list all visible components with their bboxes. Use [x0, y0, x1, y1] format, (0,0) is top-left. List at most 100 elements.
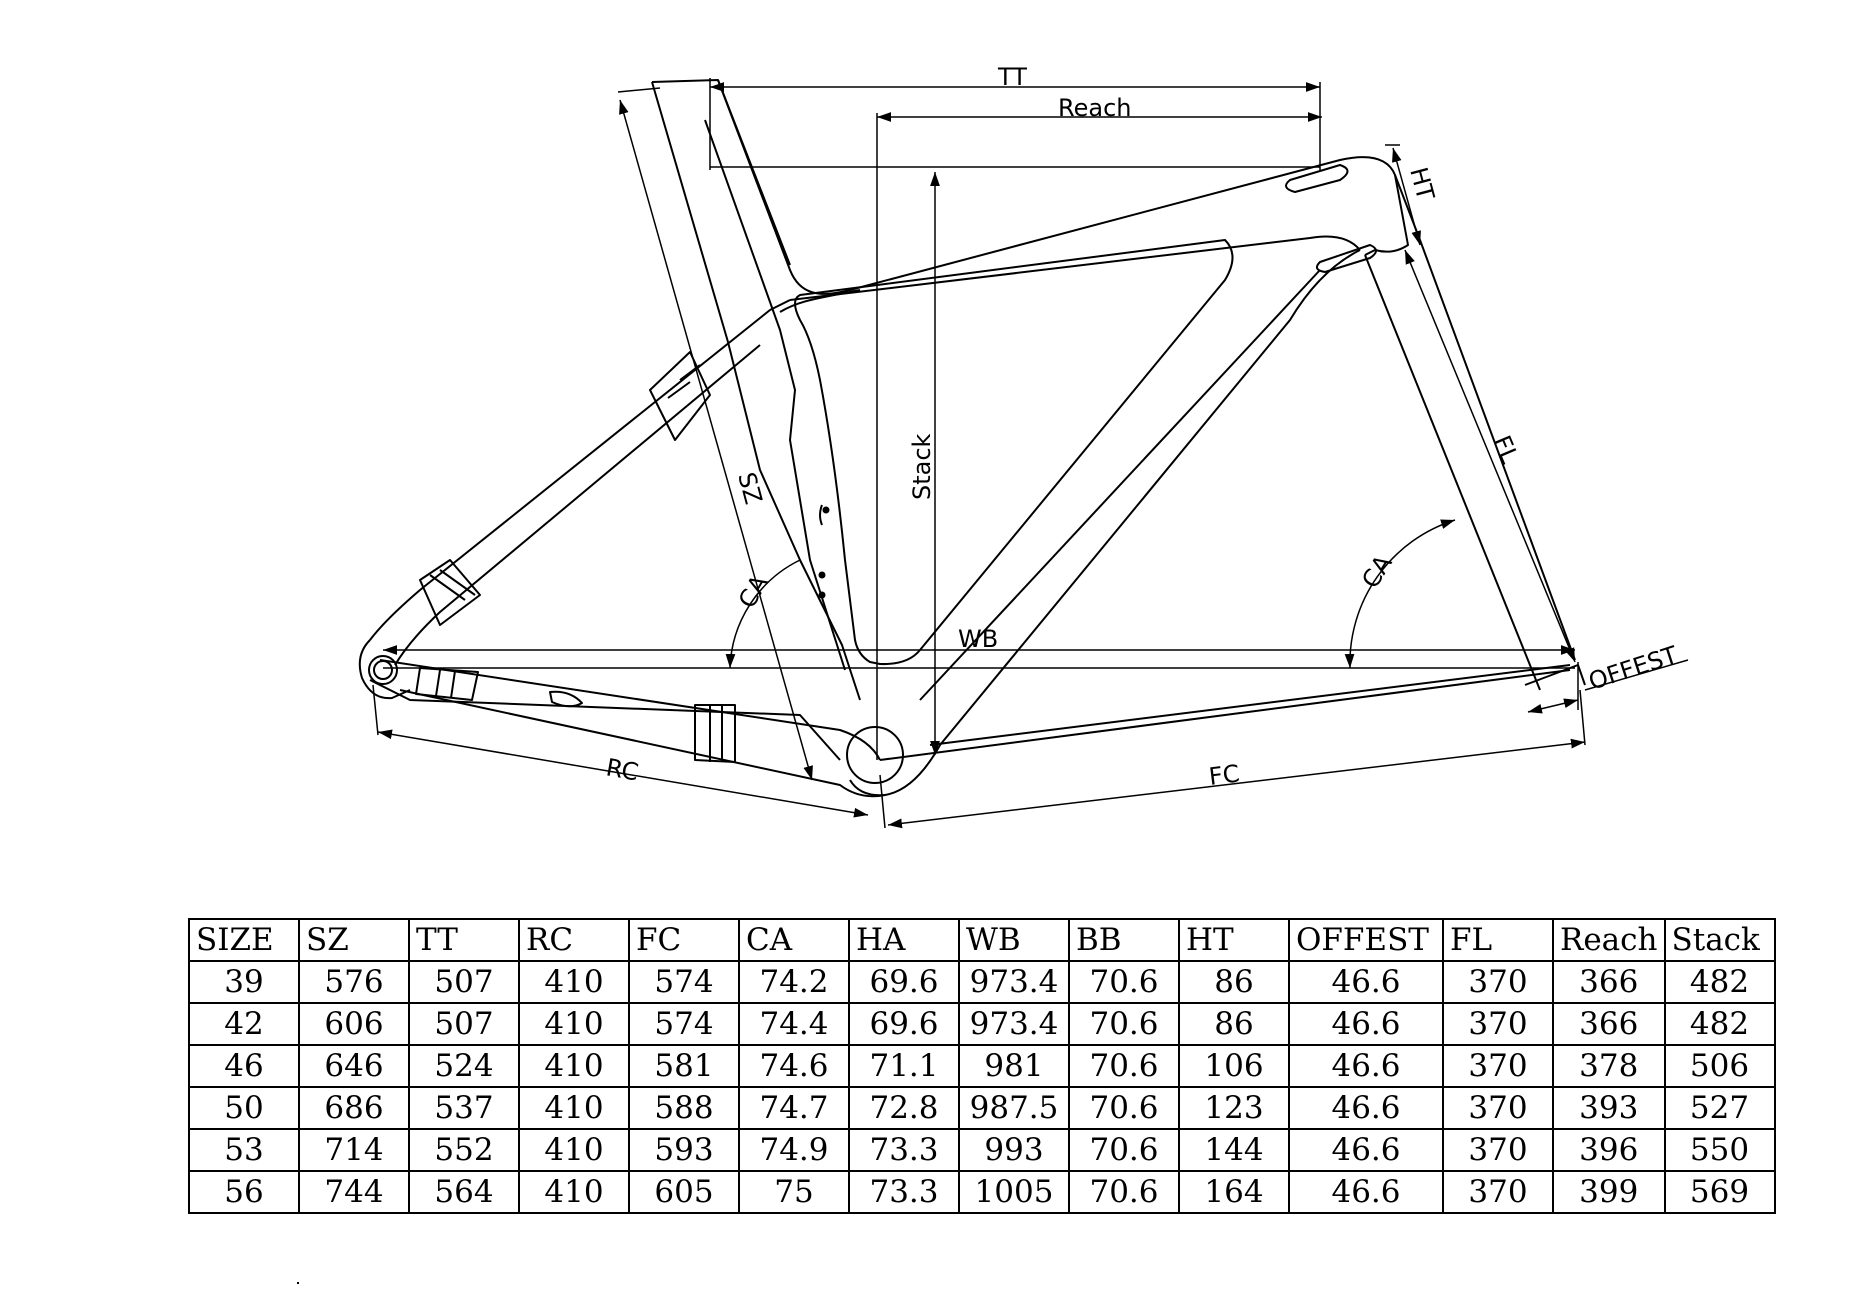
- column-header-wb: WB: [958, 918, 1070, 962]
- table-cell-rc: 410: [518, 960, 630, 1004]
- table-cell-offest: 46.6: [1288, 960, 1444, 1004]
- table-cell-offest: 46.6: [1288, 1170, 1444, 1214]
- table-cell-stack: 569: [1663, 1170, 1776, 1214]
- table-cell-ha: 72.8: [848, 1086, 960, 1130]
- table-cell-sz: 686: [298, 1086, 410, 1130]
- column-header-sz: SZ: [298, 918, 410, 962]
- label-ca-rear: CA: [733, 570, 774, 613]
- table-cell-wb: 1005: [958, 1170, 1070, 1214]
- table-cell-wb: 993: [958, 1128, 1070, 1172]
- table-cell-sz: 646: [298, 1044, 410, 1088]
- table-cell-size: 46: [188, 1044, 300, 1088]
- table-cell-bb: 70.6: [1068, 1086, 1180, 1130]
- column-header-tt: TT: [408, 918, 520, 962]
- table-cell-stack: 506: [1663, 1044, 1776, 1088]
- table-cell-rc: 410: [518, 1128, 630, 1172]
- table-cell-bb: 70.6: [1068, 1128, 1180, 1172]
- label-wb: WB: [958, 625, 998, 653]
- table-cell-reach: 393: [1552, 1086, 1666, 1130]
- table-cell-fc: 574: [628, 1002, 740, 1046]
- frame-geometry-diagram: TT Reach HT Stack SZ CA CA FL WB OFFEST …: [358, 63, 1689, 829]
- column-header-rc: RC: [518, 918, 630, 962]
- table-cell-ha: 73.3: [848, 1170, 960, 1214]
- table-cell-reach: 399: [1552, 1170, 1666, 1214]
- label-tt: TT: [997, 63, 1027, 91]
- table-cell-ca: 74.9: [738, 1128, 850, 1172]
- table-cell-sz: 744: [298, 1170, 410, 1214]
- label-fc: FC: [1207, 759, 1241, 791]
- table-cell-size: 56: [188, 1170, 300, 1214]
- table-cell-fc: 593: [628, 1128, 740, 1172]
- table-cell-reach: 366: [1552, 960, 1666, 1004]
- column-header-ht: HT: [1178, 918, 1290, 962]
- stray-mark: [297, 1282, 299, 1284]
- dimension-lines: [372, 78, 1689, 829]
- table-cell-bb: 70.6: [1068, 1002, 1180, 1046]
- table-cell-ha: 69.6: [848, 960, 960, 1004]
- table-cell-fl: 370: [1442, 1170, 1554, 1214]
- dimension-labels: TT Reach HT Stack SZ CA CA FL WB OFFEST …: [604, 63, 1681, 791]
- table-cell-size: 50: [188, 1086, 300, 1130]
- column-header-reach: Reach: [1552, 918, 1666, 962]
- table-cell-stack: 482: [1663, 960, 1776, 1004]
- table-cell-rc: 410: [518, 1044, 630, 1088]
- table-cell-offest: 46.6: [1288, 1044, 1444, 1088]
- table-cell-fc: 574: [628, 960, 740, 1004]
- label-rc: RC: [604, 753, 641, 786]
- table-cell-ha: 73.3: [848, 1128, 960, 1172]
- table-cell-fc: 605: [628, 1170, 740, 1214]
- table-cell-sz: 576: [298, 960, 410, 1004]
- table-cell-wb: 987.5: [958, 1086, 1070, 1130]
- table-cell-tt: 564: [408, 1170, 520, 1214]
- table-cell-ca: 74.7: [738, 1086, 850, 1130]
- table-cell-offest: 46.6: [1288, 1128, 1444, 1172]
- table-cell-fl: 370: [1442, 1086, 1554, 1130]
- table-cell-fl: 370: [1442, 1128, 1554, 1172]
- table-cell-tt: 524: [408, 1044, 520, 1088]
- label-offest: OFFEST: [1585, 641, 1681, 696]
- column-header-offest: OFFEST: [1288, 918, 1444, 962]
- label-ht: HT: [1404, 164, 1440, 203]
- table-cell-stack: 550: [1663, 1128, 1776, 1172]
- table-cell-ca: 74.6: [738, 1044, 850, 1088]
- table-cell-tt: 507: [408, 1002, 520, 1046]
- bottom-bracket: [846, 726, 904, 784]
- table-cell-tt: 507: [408, 960, 520, 1004]
- table-cell-fc: 588: [628, 1086, 740, 1130]
- table-cell-fl: 370: [1442, 1002, 1554, 1046]
- table-cell-ha: 69.6: [848, 1002, 960, 1046]
- column-header-bb: BB: [1068, 918, 1180, 962]
- label-ca-front: CA: [1356, 550, 1398, 593]
- table-cell-offest: 46.6: [1288, 1002, 1444, 1046]
- table-cell-ht: 123: [1178, 1086, 1290, 1130]
- table-cell-ca: 74.2: [738, 960, 850, 1004]
- table-cell-ht: 86: [1178, 1002, 1290, 1046]
- table-cell-sz: 714: [298, 1128, 410, 1172]
- table-cell-fc: 581: [628, 1044, 740, 1088]
- table-cell-reach: 396: [1552, 1128, 1666, 1172]
- table-cell-rc: 410: [518, 1170, 630, 1214]
- table-cell-wb: 981: [958, 1044, 1070, 1088]
- table-cell-stack: 482: [1663, 1002, 1776, 1046]
- table-cell-fl: 370: [1442, 960, 1554, 1004]
- column-header-ca: CA: [738, 918, 850, 962]
- table-cell-reach: 378: [1552, 1044, 1666, 1088]
- bicycle-frame: [358, 79, 1586, 798]
- table-cell-wb: 973.4: [958, 960, 1070, 1004]
- table-cell-tt: 537: [408, 1086, 520, 1130]
- table-cell-ha: 71.1: [848, 1044, 960, 1088]
- table-cell-size: 42: [188, 1002, 300, 1046]
- table-cell-ca: 74.4: [738, 1002, 850, 1046]
- table-cell-bb: 70.6: [1068, 1044, 1180, 1088]
- table-cell-rc: 410: [518, 1002, 630, 1046]
- table-cell-sz: 606: [298, 1002, 410, 1046]
- column-header-fl: FL: [1442, 918, 1554, 962]
